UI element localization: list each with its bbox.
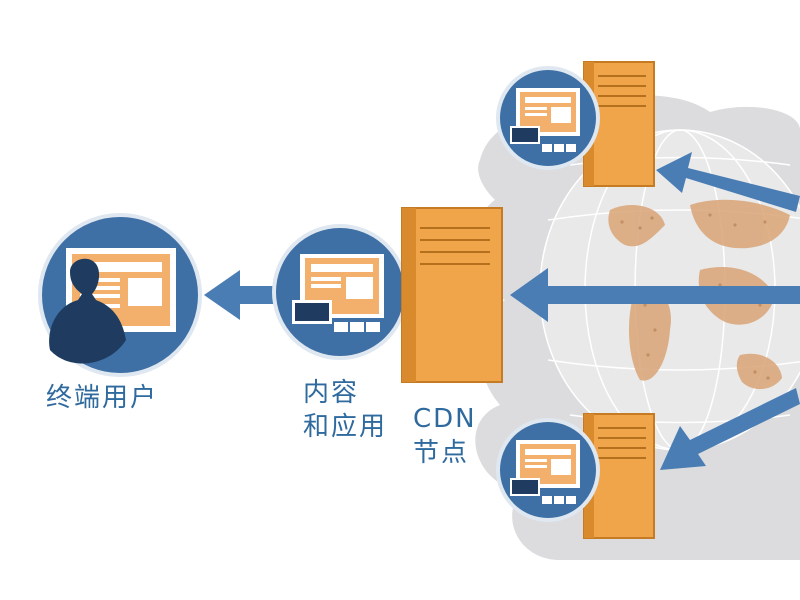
arrow-content-to-user (204, 270, 288, 320)
cdn-label-line1: CDN (413, 404, 477, 434)
cdn-node-server-icon (401, 207, 503, 383)
arrow-to-bottom-server (660, 388, 800, 470)
arrows-from-origin (510, 152, 800, 470)
end-user-label: 终端用户 (46, 383, 159, 413)
arrow-to-cdn-node (510, 268, 800, 322)
cdn-node-label: CDN 节点 (413, 402, 477, 470)
arrow-to-top-server (656, 152, 800, 212)
content-apps-label: 内容 和应用 (303, 376, 387, 444)
content-label-line2: 和应用 (303, 412, 388, 442)
content-apps-icon (272, 224, 408, 360)
cdn-label-line2: 节点 (413, 438, 470, 468)
continents (608, 199, 790, 390)
person-silhouette (49, 258, 127, 364)
top-edge-server-icon (496, 61, 655, 187)
end-user-icon (38, 213, 202, 377)
bottom-edge-server-icon (496, 413, 655, 539)
content-label-line1: 内容 (303, 378, 360, 408)
